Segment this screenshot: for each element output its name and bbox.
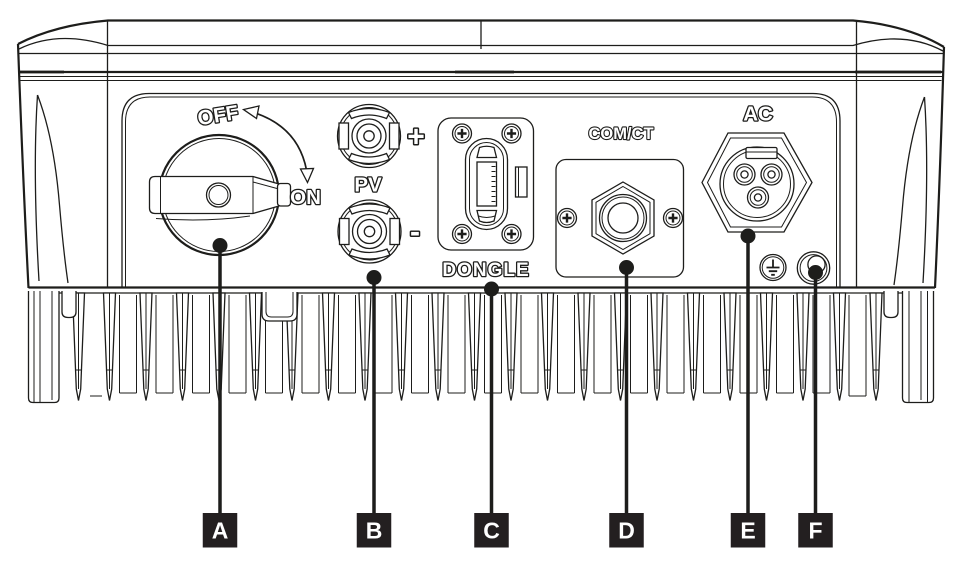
pv-positive-connector [336, 103, 402, 169]
heatsink-fin [140, 293, 173, 401]
right-bracket-profile [893, 96, 928, 286]
ac-connector: AC [701, 101, 813, 233]
heatsink-fin [213, 293, 246, 401]
switch-on-label: ON [290, 186, 321, 209]
heatsink-fin [578, 293, 611, 401]
fin-block-right [848, 291, 935, 404]
left-edge [16, 43, 30, 289]
com-ct-port: COM/CT [555, 124, 685, 278]
callouts: A B C D E F [202, 228, 833, 548]
callout-d-box [609, 513, 644, 548]
pv-negative-connector [337, 199, 402, 264]
heatsink-fin [688, 293, 721, 401]
callout-d: D [609, 260, 644, 548]
recessed-panel [121, 92, 841, 288]
heatsink-fin [396, 293, 429, 401]
switch-off-label: OFF [196, 101, 240, 130]
com-ct-label: COM/CT [588, 125, 653, 143]
screw-icon [500, 122, 523, 145]
callout-f: F [798, 265, 833, 548]
ac-pin [733, 163, 756, 186]
dongle-port: DONGLE [437, 117, 535, 282]
callout-d-letter: D [618, 518, 635, 544]
heatsink-fin [832, 292, 847, 402]
pv-plus-label: + [407, 121, 425, 154]
heatsink-fin [761, 293, 794, 401]
usb-socket [476, 161, 498, 207]
right-edge [933, 46, 946, 289]
ac-pin [746, 186, 770, 209]
callout-b-box [356, 513, 392, 548]
callout-c-box [474, 513, 509, 548]
callout-a: A [202, 238, 238, 548]
callout-b-letter: B [366, 518, 383, 544]
callout-f-letter: F [808, 518, 822, 544]
ac-pin [760, 163, 783, 186]
heatsink-fin [724, 293, 757, 401]
rotation-arrow [251, 111, 308, 171]
heatsink-fin [542, 293, 575, 401]
screw-icon [451, 122, 473, 145]
left-bracket-profile [34, 94, 69, 284]
heatsink-fin [797, 293, 830, 401]
mounting-pocket [261, 292, 298, 322]
callout-a-letter: A [212, 518, 229, 544]
fin-block-left [27, 291, 102, 404]
dc-switch: OFF ON [148, 100, 322, 257]
callout-c: C [474, 281, 509, 548]
heatsink-fin [651, 293, 684, 401]
enclosure-outline [16, 19, 946, 289]
heatsink-fin [323, 293, 356, 401]
callout-e-box [730, 513, 766, 548]
callout-b: B [356, 270, 392, 548]
earth-ground-icon [766, 259, 780, 276]
pv-connectors: PV + - [336, 103, 426, 264]
heatsink-fin [177, 293, 210, 401]
callout-f-box [798, 513, 833, 548]
pv-label: PV [354, 174, 382, 197]
ground-screw [759, 253, 787, 282]
heatsink-fin [104, 293, 137, 401]
callout-e: E [730, 228, 766, 548]
screw-icon [500, 223, 523, 245]
heatsink-fin [469, 293, 502, 401]
pv-minus-label: - [410, 216, 420, 249]
screw-icon [662, 207, 684, 229]
screw-icon [451, 223, 473, 245]
heatsink-fin [615, 293, 648, 401]
callout-c-letter: C [483, 518, 500, 544]
heatsink-fin [505, 293, 538, 401]
dongle-label: DONGLE [442, 260, 529, 281]
heatsink-fin [432, 293, 465, 401]
callout-a-box [202, 513, 238, 548]
callout-e-letter: E [740, 518, 755, 544]
ac-label: AC [743, 103, 773, 126]
screw-icon [556, 207, 578, 229]
heatsink-fins [27, 286, 935, 404]
